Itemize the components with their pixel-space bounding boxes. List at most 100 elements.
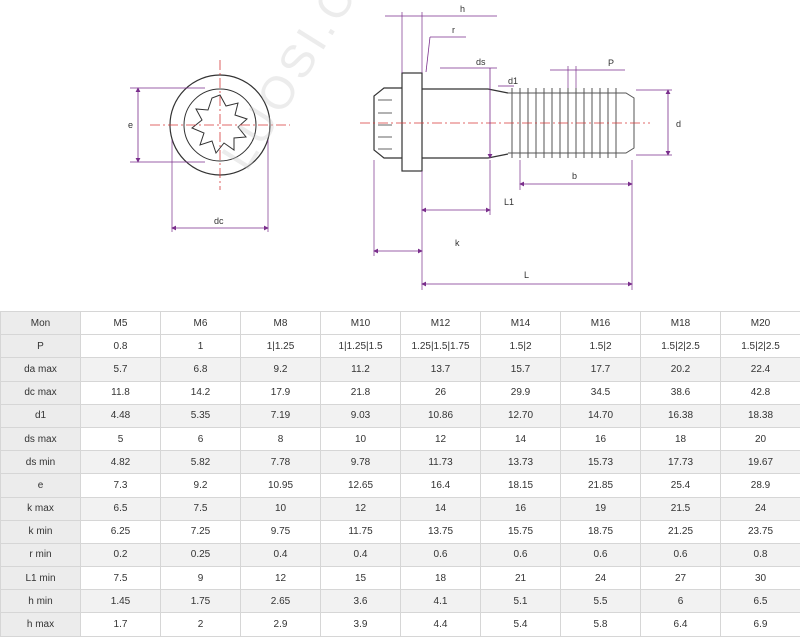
header-size-cell: M16 xyxy=(561,312,641,335)
value-cell: 13.73 xyxy=(481,451,561,474)
value-cell: 20.2 xyxy=(641,358,721,381)
side-view: h r ds d1 P d b L1 k xyxy=(360,4,681,290)
header-size-cell: M14 xyxy=(481,312,561,335)
twelve-point-socket xyxy=(192,95,247,153)
value-cell: 14 xyxy=(401,497,481,520)
value-cell: 38.6 xyxy=(641,381,721,404)
row-label-cell: h max xyxy=(1,613,81,636)
value-cell: 18.15 xyxy=(481,474,561,497)
value-cell: 11.2 xyxy=(321,358,401,381)
header-size-cell: M10 xyxy=(321,312,401,335)
value-cell: 9 xyxy=(161,567,241,590)
label-d: d xyxy=(676,119,681,129)
value-cell: 11.75 xyxy=(321,520,401,543)
row-label-cell: k max xyxy=(1,497,81,520)
value-cell: 6 xyxy=(161,427,241,450)
value-cell: 12 xyxy=(401,427,481,450)
value-cell: 1.25|1.5|1.75 xyxy=(401,335,481,358)
value-cell: 10 xyxy=(241,497,321,520)
label-h: h xyxy=(460,4,465,14)
value-cell: 21.85 xyxy=(561,474,641,497)
value-cell: 14.2 xyxy=(161,381,241,404)
value-cell: 0.4 xyxy=(241,543,321,566)
value-cell: 5.4 xyxy=(481,613,561,636)
value-cell: 1 xyxy=(161,335,241,358)
value-cell: 9.2 xyxy=(161,474,241,497)
value-cell: 0.6 xyxy=(401,543,481,566)
value-cell: 7.78 xyxy=(241,451,321,474)
row-label-cell: r min xyxy=(1,543,81,566)
value-cell: 16.4 xyxy=(401,474,481,497)
dim-r xyxy=(426,37,430,72)
row-label-cell: da max xyxy=(1,358,81,381)
row-label-cell: e xyxy=(1,474,81,497)
value-cell: 17.73 xyxy=(641,451,721,474)
header-size-cell: M12 xyxy=(401,312,481,335)
value-cell: 17.9 xyxy=(241,381,321,404)
value-cell: 23.75 xyxy=(721,520,800,543)
value-cell: 11.8 xyxy=(81,381,161,404)
value-cell: 7.25 xyxy=(161,520,241,543)
value-cell: 1.5|2|2.5 xyxy=(721,335,800,358)
value-cell: 4.1 xyxy=(401,590,481,613)
value-cell: 0.6 xyxy=(561,543,641,566)
value-cell: 13.75 xyxy=(401,520,481,543)
value-cell: 7.5 xyxy=(81,567,161,590)
value-cell: 1|1.25 xyxy=(241,335,321,358)
value-cell: 5.7 xyxy=(81,358,161,381)
value-cell: 5.35 xyxy=(161,404,241,427)
value-cell: 0.2 xyxy=(81,543,161,566)
value-cell: 42.8 xyxy=(721,381,800,404)
value-cell: 16 xyxy=(481,497,561,520)
value-cell: 6.4 xyxy=(641,613,721,636)
value-cell: 14.70 xyxy=(561,404,641,427)
value-cell: 3.6 xyxy=(321,590,401,613)
header-size-cell: M8 xyxy=(241,312,321,335)
label-e: e xyxy=(128,120,133,130)
shank xyxy=(422,89,508,158)
value-cell: 18.38 xyxy=(721,404,800,427)
label-b: b xyxy=(572,171,577,181)
label-ds: ds xyxy=(476,57,486,67)
value-cell: 20 xyxy=(721,427,800,450)
value-cell: 25.4 xyxy=(641,474,721,497)
value-cell: 1.5|2 xyxy=(561,335,641,358)
value-cell: 18 xyxy=(641,427,721,450)
value-cell: 9.78 xyxy=(321,451,401,474)
header-size-cell: M20 xyxy=(721,312,800,335)
value-cell: 16 xyxy=(561,427,641,450)
value-cell: 15.75 xyxy=(481,520,561,543)
value-cell: 15 xyxy=(321,567,401,590)
value-cell: 12.65 xyxy=(321,474,401,497)
value-cell: 15.73 xyxy=(561,451,641,474)
label-d1: d1 xyxy=(508,76,518,86)
value-cell: 12 xyxy=(321,497,401,520)
value-cell: 21.8 xyxy=(321,381,401,404)
value-cell: 9.75 xyxy=(241,520,321,543)
label-L1: L1 xyxy=(504,197,514,207)
header-size-cell: M6 xyxy=(161,312,241,335)
value-cell: 21.5 xyxy=(641,497,721,520)
value-cell: 11.73 xyxy=(401,451,481,474)
value-cell: 10.86 xyxy=(401,404,481,427)
label-P: P xyxy=(608,58,614,68)
value-cell: 1.5|2 xyxy=(481,335,561,358)
value-cell: 24 xyxy=(561,567,641,590)
label-k: k xyxy=(455,238,460,248)
row-label-cell: L1 min xyxy=(1,567,81,590)
value-cell: 12.70 xyxy=(481,404,561,427)
value-cell: 4.82 xyxy=(81,451,161,474)
value-cell: 8 xyxy=(241,427,321,450)
value-cell: 26 xyxy=(401,381,481,404)
value-cell: 6.5 xyxy=(81,497,161,520)
